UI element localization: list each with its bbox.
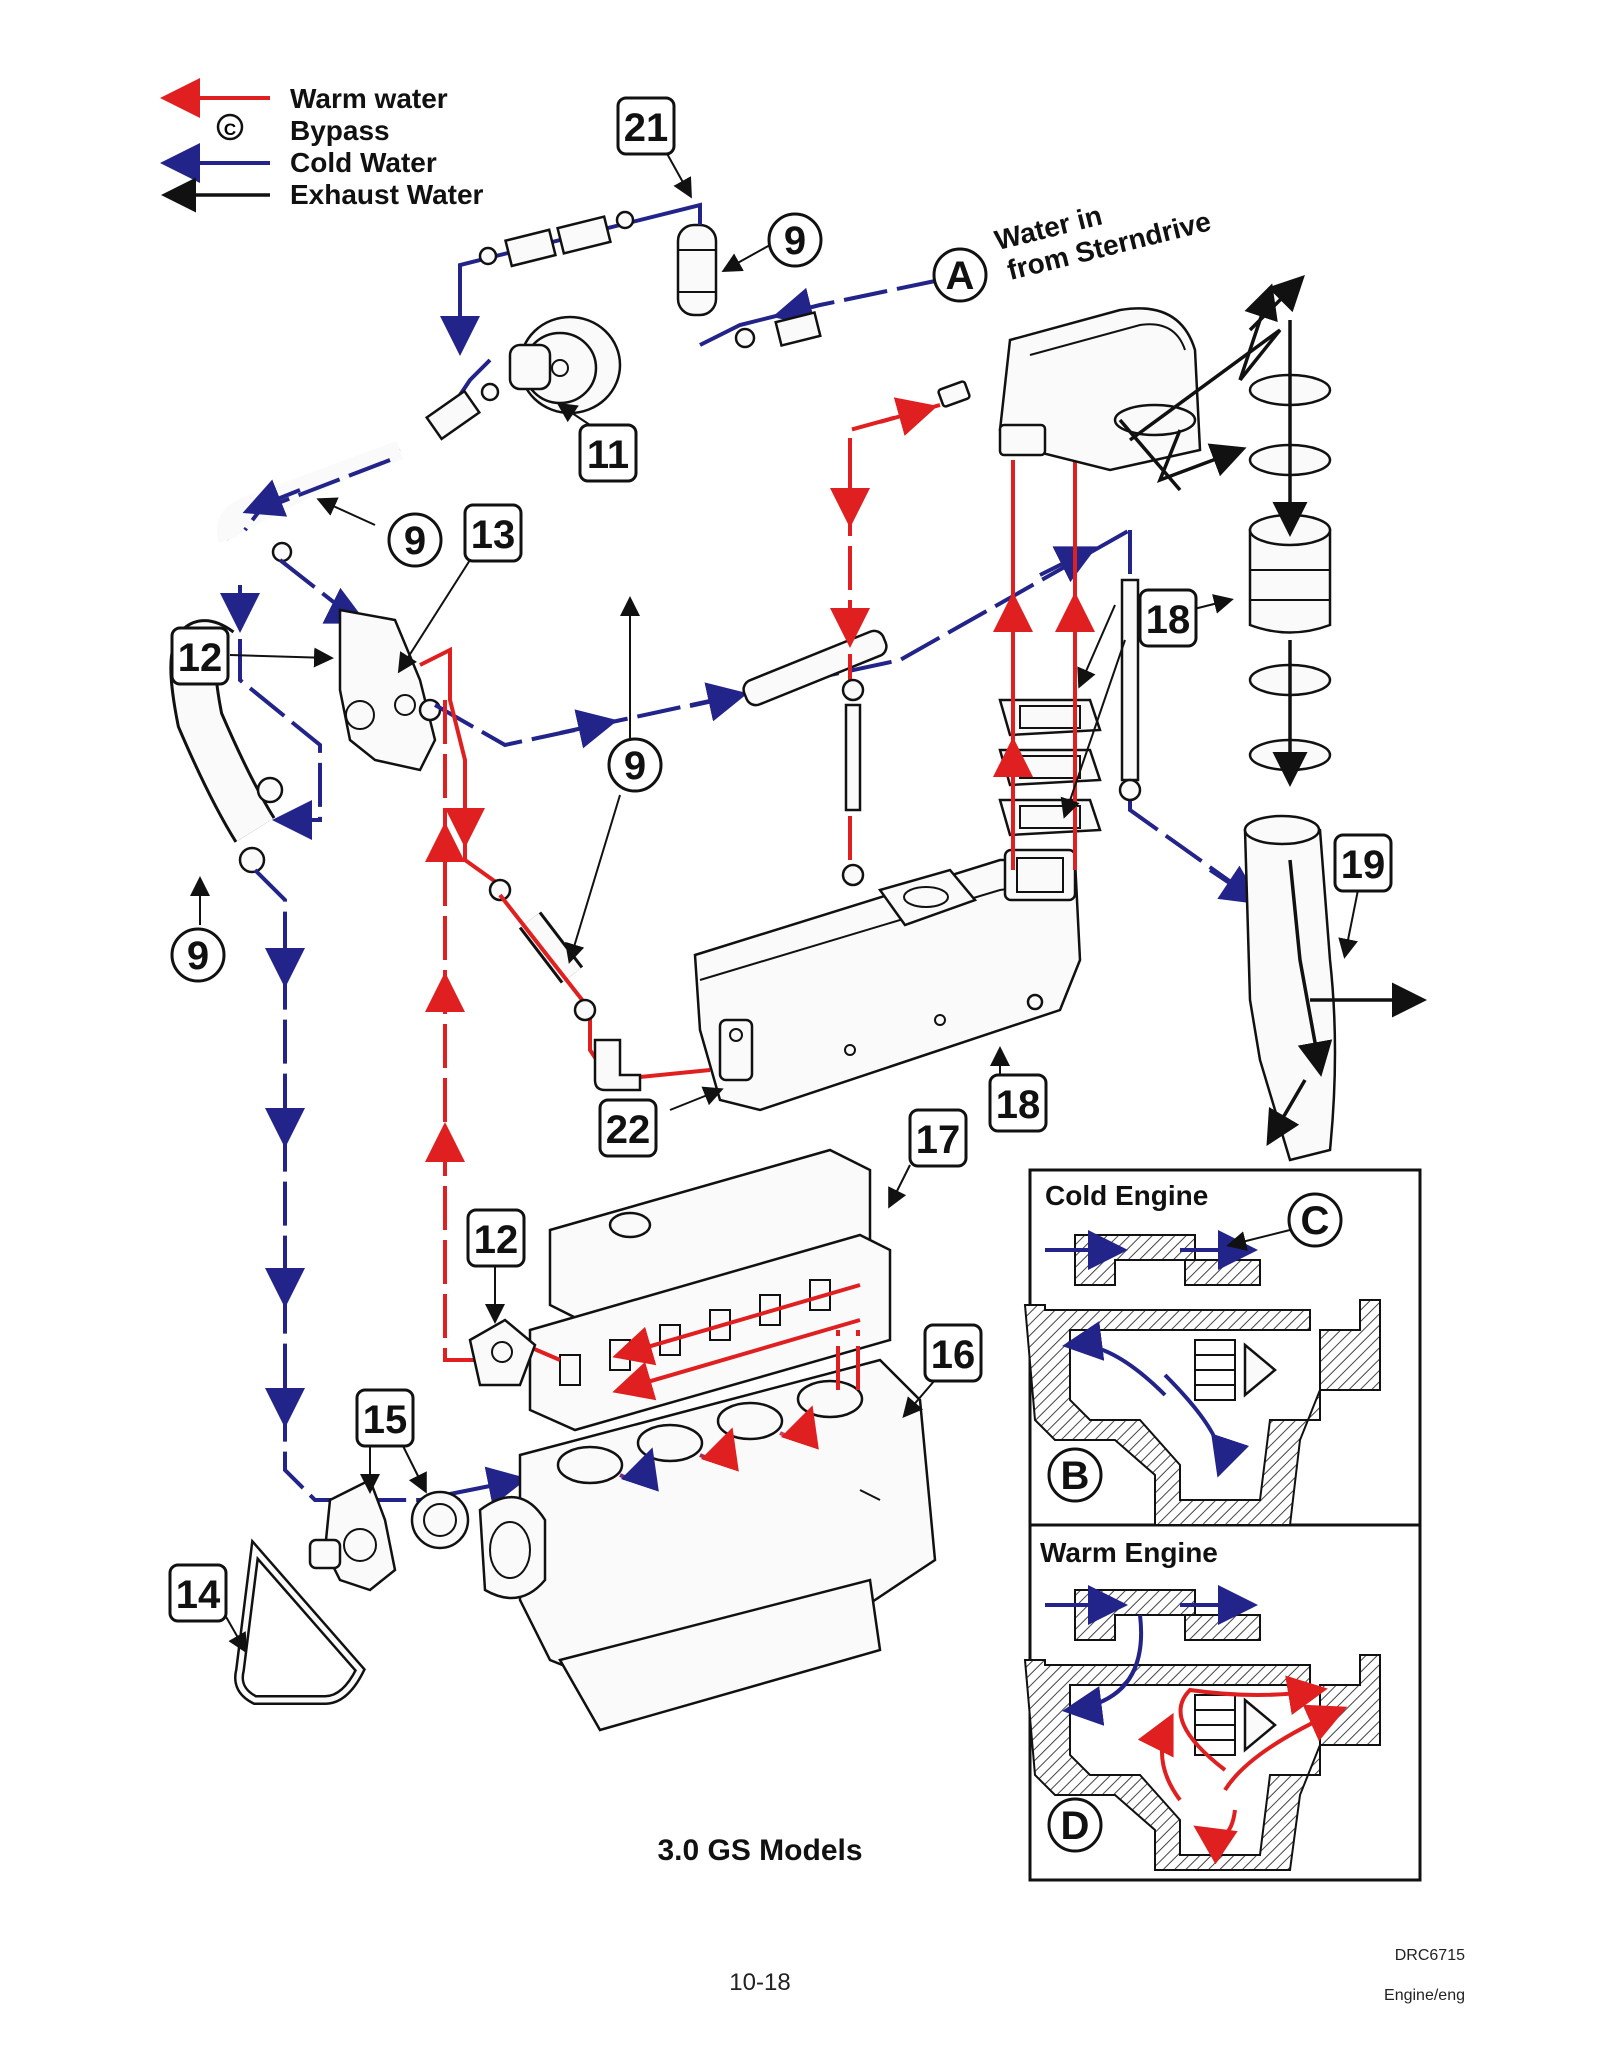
callout-9-left: 9 [187, 934, 209, 978]
water-strainer-icon [676, 223, 718, 317]
thermostat-housing-icon [338, 608, 437, 772]
section-label: Engine/eng [1384, 1987, 1465, 2004]
diagram-caption: 3.0 GS Models [657, 1834, 862, 1867]
hose-segment-icon [556, 215, 612, 255]
callout-13: 13 [471, 513, 516, 557]
hose-segment-icon [742, 629, 888, 707]
callout-15-box [355, 1388, 415, 1448]
legend: Warm water C Bypass Cold Water Exhaust W… [160, 78, 484, 213]
bypass-c-icon [216, 113, 244, 141]
water-in-marker-a [932, 247, 988, 303]
callout-14: 14 [176, 1573, 221, 1617]
callout-15: 15 [363, 1398, 408, 1442]
callout-9-circle [767, 212, 823, 268]
water-pump-group [234, 1478, 470, 1705]
label-a: A [946, 254, 975, 298]
legend-bypass-label: Bypass [290, 115, 390, 146]
callout-18-bottom: 18 [996, 1083, 1041, 1127]
legend-cold-label: Cold Water [290, 147, 437, 178]
legend-warm-label: Warm water [290, 83, 448, 114]
callout-12-box [170, 626, 230, 686]
callout-16: 16 [931, 1333, 976, 1377]
exhaust-pipe-group [1243, 320, 1427, 1162]
callout-12-bottom: 12 [474, 1218, 519, 1262]
head-gasket-icon [468, 1318, 537, 1387]
vent-tube-icon [844, 703, 862, 812]
hose-segment-icon [503, 228, 557, 268]
callout-13-box [463, 503, 523, 563]
callout-17-box [908, 1108, 968, 1168]
callout-11-box [578, 423, 638, 483]
warm-engine-title: Warm Engine [1040, 1537, 1218, 1568]
cold-engine-title: Cold Engine [1045, 1180, 1208, 1211]
leader-lines [190, 149, 1361, 1654]
bypass-c-letter: C [224, 120, 236, 139]
sea-water-pickup-group [216, 202, 941, 563]
callout-16-box [923, 1323, 983, 1383]
callout-21-box [616, 96, 676, 156]
callout-18-box [988, 1073, 1048, 1133]
callout-19-box [1333, 833, 1393, 893]
elbow-fitting-icon [593, 1038, 642, 1092]
cold-label-b: B [1061, 1454, 1090, 1498]
cylinder-head-group [468, 1148, 892, 1432]
label-b-circle [1047, 1447, 1103, 1503]
callout-14-box [168, 1563, 228, 1623]
page-number: 10-18 [729, 1969, 790, 1996]
callout-9-top: 9 [784, 219, 806, 263]
riser-tube-icon [1120, 578, 1140, 782]
bypass-hose-icon [521, 913, 581, 982]
thermostat-housing-group [220, 528, 1131, 1362]
callout-12-top: 12 [178, 636, 223, 680]
hose-segment-icon [774, 311, 822, 347]
engine-block-group [478, 1330, 937, 1732]
legend-exhaust-label: Exhaust Water [290, 179, 484, 210]
hose-segment-icon [424, 389, 482, 441]
drawing-id: DRC6715 [1395, 1947, 1465, 1964]
callout-9-circle [387, 512, 443, 568]
callout-22: 22 [606, 1108, 651, 1152]
callout-12-box [466, 1208, 526, 1268]
thermostat-insets: Cold Engine C B Warm Engine [1023, 1168, 1422, 1882]
label-c-circle [1287, 1192, 1343, 1248]
callout-9-middle: 9 [624, 744, 646, 788]
callout-9-circle [607, 737, 663, 793]
cold-label-c: C [1301, 1199, 1330, 1243]
callout-17: 17 [916, 1118, 961, 1162]
label-d-circle [1047, 1797, 1103, 1853]
left-hose-group [169, 619, 528, 1506]
callout-21: 21 [624, 106, 669, 150]
circulating-pump-icon [323, 1478, 397, 1592]
callout-9-circle [170, 927, 226, 983]
callout-11: 11 [587, 433, 629, 477]
callout-19: 19 [1341, 843, 1386, 887]
callout-18-box [1138, 588, 1198, 648]
callout-9-hose: 9 [404, 519, 426, 563]
warm-label-d: D [1061, 1804, 1090, 1848]
pump-gasket-icon [410, 1490, 470, 1550]
callout-22-box [598, 1098, 658, 1158]
callout-18-top: 18 [1146, 598, 1191, 642]
bypass-hose-group [488, 878, 711, 1092]
